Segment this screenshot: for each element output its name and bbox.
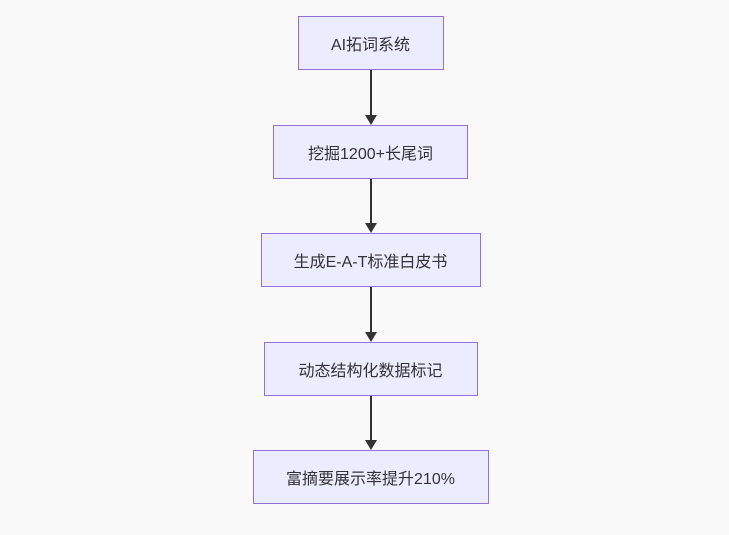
edge-arrow-2 (364, 179, 377, 233)
flow-node-ai-keyword-system: AI拓词系统 (297, 16, 444, 70)
arrowhead-down-icon (364, 440, 377, 450)
flow-node-eat-whitepaper: 生成E-A-T标准白皮书 (260, 233, 481, 287)
flow-node-longtail-mining: 挖掘1200+长尾词 (273, 125, 468, 179)
arrow-shaft (369, 396, 372, 441)
arrowhead-down-icon (364, 115, 377, 125)
flow-node-label: 生成E-A-T标准白皮书 (293, 254, 448, 271)
flow-node-structured-data-markup: 动态结构化数据标记 (263, 342, 478, 396)
edge-arrow-4 (364, 396, 377, 450)
arrow-shaft (369, 179, 372, 224)
arrowhead-down-icon (364, 332, 377, 342)
arrowhead-down-icon (364, 223, 377, 233)
arrow-shaft (369, 70, 372, 116)
edge-arrow-1 (364, 70, 377, 125)
flow-node-label: 富摘要展示率提升210% (286, 471, 455, 488)
arrow-shaft (369, 287, 372, 333)
flowchart-diagram: AI拓词系统 挖掘1200+长尾词 生成E-A-T标准白皮书 动态结构化数据标记… (6, 0, 729, 535)
flow-node-label: 动态结构化数据标记 (298, 363, 443, 380)
flow-node-label: AI拓词系统 (330, 37, 411, 54)
edge-arrow-3 (364, 287, 377, 342)
flow-node-rich-snippet-result: 富摘要展示率提升210% (252, 450, 489, 504)
flow-node-label: 挖掘1200+长尾词 (308, 146, 433, 163)
